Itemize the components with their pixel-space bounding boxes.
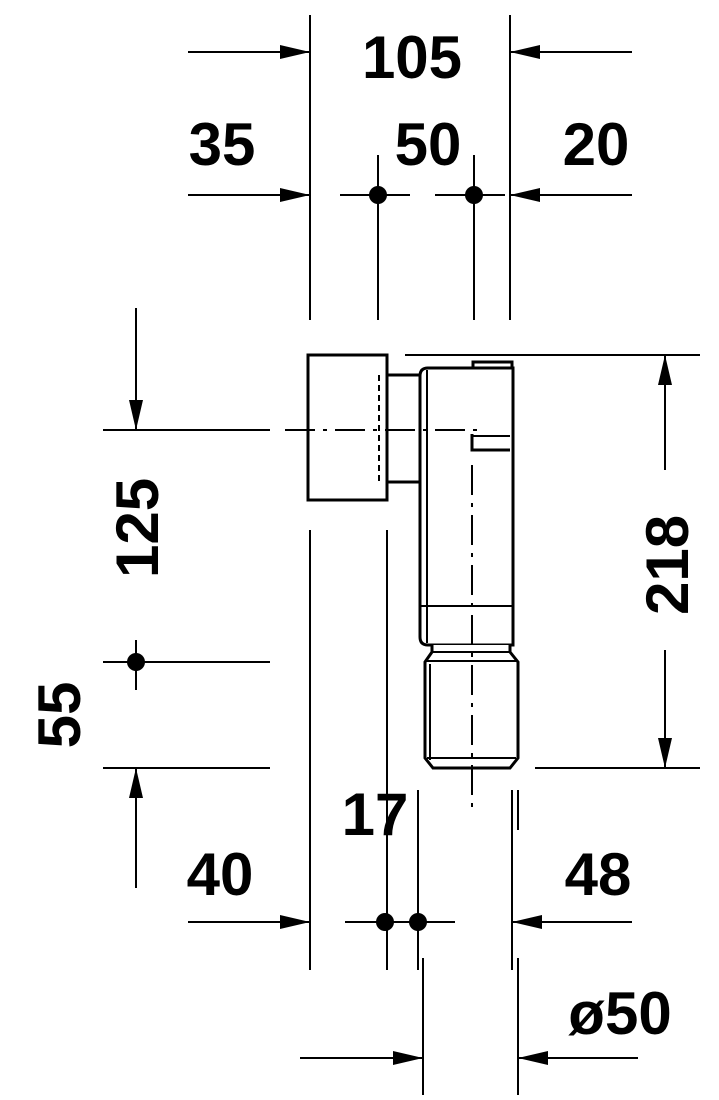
dim-20-label: 20 [563,111,630,178]
dimension-diameter-50: ø50 [300,980,672,1065]
top-extension-lines [309,15,511,320]
center-dot [127,653,145,671]
dimension-125-55: 125 55 [26,308,270,888]
dim-40-label: 40 [187,841,254,908]
dim-diameter-label: ø50 [568,980,671,1047]
center-dot [369,186,387,204]
bottom-extension-lines [309,530,519,1095]
dim-105-label: 105 [362,24,462,91]
dim-48-label: 48 [565,841,632,908]
dim-55-label: 55 [26,682,93,749]
dimension-row-35-50-20: 35 50 20 [188,111,632,204]
dim-50-label: 50 [395,111,462,178]
dim-17-label: 17 [342,781,409,848]
dim-218-label: 218 [634,515,701,615]
centerlines [103,429,485,810]
center-dot [376,913,394,931]
dim-125-label: 125 [104,478,171,578]
dimension-218: 218 [405,354,701,769]
dimension-row-40-17-48: 17 40 48 [187,781,632,931]
fitting-body [306,353,520,770]
dim-35-label: 35 [189,111,256,178]
center-dot [465,186,483,204]
center-dot [409,913,427,931]
dimension-105: 105 [188,24,632,91]
